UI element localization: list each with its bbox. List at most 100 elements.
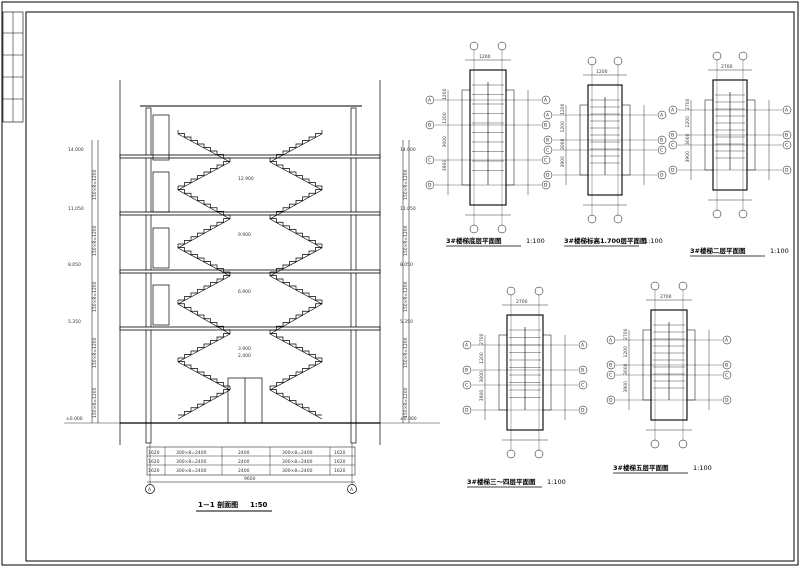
axis-bubble-right-2-1: [782, 130, 792, 140]
axis-letter-right-3-0: A: [581, 343, 585, 349]
right-dim-2: 150×8=1200: [403, 281, 409, 312]
axis-letter-left-2-1: B: [671, 133, 674, 139]
axis-bubble-left-1-3: [543, 170, 553, 180]
axis-bubble-left-0-1: [425, 120, 435, 130]
axis-bubble-right-1-1: [657, 135, 667, 145]
plan-dim-0-3: 3900: [442, 160, 448, 172]
axis-bubble-left-2-3: [668, 165, 678, 175]
dim-r2c3: 300×8=2400: [282, 468, 313, 474]
flight-right-7: [269, 330, 323, 363]
dim-r2c4: 1620: [334, 468, 346, 474]
flight-right-9: [269, 386, 323, 420]
plan-title-2: 3#楼梯二层平面图: [690, 246, 746, 255]
axis-bubble-right-0-2: [541, 155, 551, 165]
axis-bubble-left-1-0: [543, 110, 553, 120]
axis-letter-left-2-3: D: [671, 168, 675, 174]
bot-bubble-4-0: [650, 439, 660, 449]
plan-dim-4-2: 3000: [623, 363, 629, 375]
plan-title-0: 3#楼梯底层平面图: [446, 236, 502, 245]
plan-dim-3-3: 3900: [479, 390, 485, 402]
right-dim-1: 150×8=1200: [403, 225, 409, 256]
section-title-scale: 1:50: [250, 501, 268, 509]
axis-letter-right-0-1: B: [544, 123, 547, 129]
flight-right-3: [269, 215, 323, 249]
axis-letter-right-3-1: B: [581, 368, 584, 374]
floor-mark-2: 6.900: [238, 289, 251, 295]
axis-letter-right-4-2: C: [725, 373, 728, 379]
flight-left-8: [177, 358, 231, 391]
axis-bubble-left-2-1: [668, 130, 678, 140]
axis-letter-left-0-1: B: [428, 123, 431, 129]
left-dim-0: 150×8=1200: [92, 169, 98, 200]
floor-slab-0: [119, 154, 381, 159]
axis-letter-left-2-0: A: [671, 108, 675, 114]
plan-dim-2-2: 3000: [685, 133, 691, 145]
axis-letter-right-2-3: D: [785, 168, 789, 174]
plan-title-4: 3#楼梯五层平面图: [613, 463, 669, 472]
plan-scale-1: 1:100: [644, 237, 663, 245]
axis-letter-left-4-1: B: [609, 363, 612, 369]
bot-bubble-1-0: [587, 214, 597, 224]
bot-bubble-2-0: [712, 209, 722, 219]
plan-dim-4-1: 1200: [623, 346, 629, 358]
flight-left-5: [177, 272, 231, 305]
axis-bubble-left-4-3: [606, 395, 616, 405]
flight-left-4: [177, 244, 231, 277]
axis-letter-right-2-2: C: [785, 143, 788, 149]
dim-r2c0: 1620: [148, 468, 160, 474]
axis-bubble-right-1-3: [657, 170, 667, 180]
top-bubble-3-1: [534, 286, 544, 296]
dim-r0c0: 1620: [148, 450, 160, 456]
plan-dim-3-1: 1200: [479, 352, 485, 364]
axis-letter-right-1-2: C: [660, 148, 663, 154]
section-side-dims: 150×8=1200 150×8=1200 150×8=1200 150×8=1…: [92, 169, 409, 418]
axis-bubble-right-0-3: [541, 180, 551, 190]
axis-letter-left-0-3: D: [428, 183, 432, 189]
dim-r1c0: 1620: [148, 459, 160, 465]
elev-left-1: 11.050: [68, 206, 84, 212]
axis-letter-left-3-3: D: [465, 408, 469, 414]
elev-right-4: ±0.000: [400, 416, 417, 422]
elev-left-3: 5.350: [68, 319, 81, 325]
elev-left-4: ±0.000: [66, 416, 83, 422]
floor-mark-0: 12.900: [238, 176, 254, 182]
left-dim-3: 150×8=1200: [92, 337, 98, 368]
flight-right-1: [269, 158, 323, 191]
plan-dim-4-0: 2700: [623, 328, 629, 340]
plan-title-3: 3#楼梯三～四层平面图: [467, 477, 536, 486]
axis-bubble-right-4-0: [722, 335, 732, 345]
plan-topdim-3: 2700: [516, 299, 528, 305]
dim-r1c3: 300×8=2400: [282, 459, 313, 465]
top-bubble-2-0: [712, 51, 722, 61]
axis-bubble-left-4-2: [606, 370, 616, 380]
plan-dim-2-1: 1200: [685, 116, 691, 128]
flight-left-0: [177, 130, 231, 163]
axis-letter-left-3-0: A: [465, 343, 469, 349]
axis-letter-right-2-1: B: [785, 133, 788, 139]
right-dim-3: 150×8=1200: [403, 337, 409, 368]
axis-bubble-left-3-1: [462, 365, 472, 375]
section-bottom-dims: 1620 300×8=2400 2400 300×8=2400 1620 162…: [148, 450, 354, 493]
axis-bubble-left-2-0: [668, 105, 678, 115]
plan-dim-0-2: 3000: [442, 136, 448, 148]
axis-bubble-right-2-3: [782, 165, 792, 175]
elev-right-3: 5.350: [400, 319, 413, 325]
axis-letter-right-1-0: A: [660, 113, 664, 119]
axis-bubble-right-3-0: [578, 340, 588, 350]
axis-bubble-right-2-0: [782, 105, 792, 115]
axis-bubble-left-2-2: [668, 140, 678, 150]
axis-bubble-right-1-2: [657, 145, 667, 155]
top-bubble-4-0: [650, 281, 660, 291]
top-bubble-0-1: [497, 41, 507, 51]
plan-dim-1-3: 3900: [560, 156, 566, 168]
axis-bubble-right-2-2: [782, 140, 792, 150]
top-bubble-0-0: [469, 41, 479, 51]
top-bubble-1-0: [587, 56, 597, 66]
axis-letter-right-3-2: C: [581, 383, 584, 389]
axis-bubble-left-4-0: [606, 335, 616, 345]
bot-bubble-4-1: [678, 439, 688, 449]
floor-mark-1: 9.900: [238, 232, 251, 238]
section-title-text: 1－1 剖面图: [198, 500, 238, 509]
